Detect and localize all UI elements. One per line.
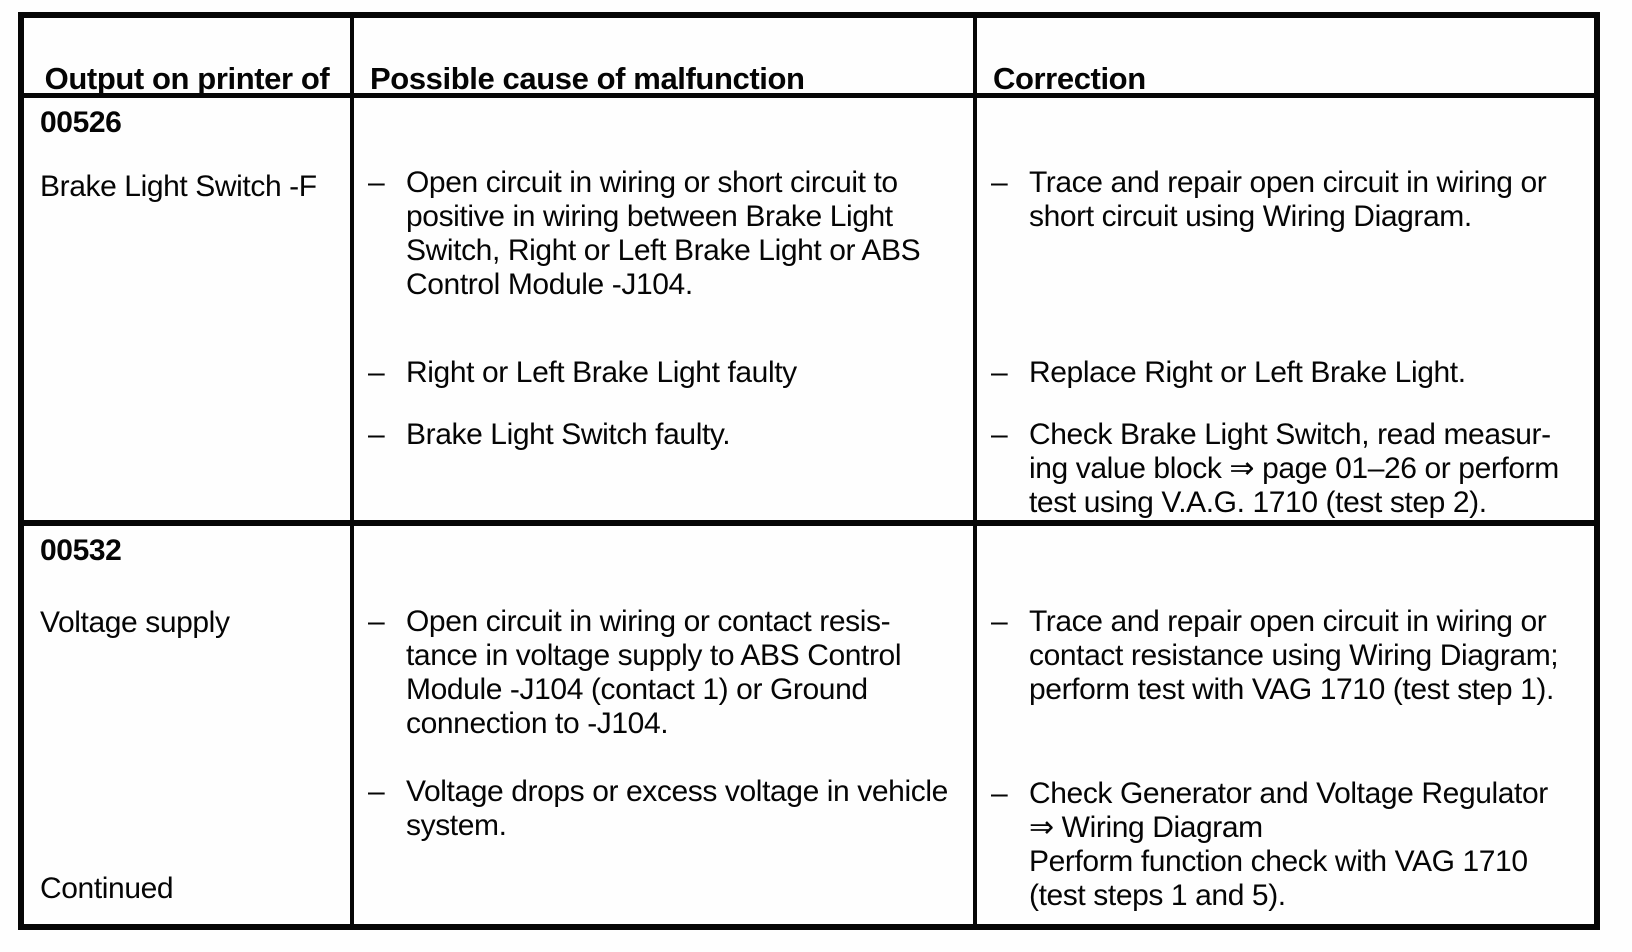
cell-causes-00532: – Open circuit in wiring or contact resi… xyxy=(354,526,977,924)
column-header-output-label: Output on printer of VAG 1551 xyxy=(44,61,330,96)
cause-text: Open circuit in wiring or contact resis-… xyxy=(406,605,902,740)
correction-item: – Check Brake Light Switch, read measur-… xyxy=(991,418,1588,520)
fault-component-00532: Voltage supply xyxy=(40,606,230,639)
bullet-dash: – xyxy=(368,418,385,451)
correction-item: – Trace and repair open circuit in wirin… xyxy=(991,166,1588,234)
column-header-correction: Correction xyxy=(977,18,1594,98)
cause-text: Brake Light Switch faulty. xyxy=(406,418,731,451)
bullet-dash: – xyxy=(368,356,385,389)
fault-code-00526: 00526 xyxy=(40,106,122,139)
bullet-dash: – xyxy=(991,418,1008,451)
correction-item: – Trace and repair open circuit in wirin… xyxy=(991,605,1588,707)
cause-item: – Voltage drops or excess voltage in veh… xyxy=(368,775,967,843)
bullet-dash: – xyxy=(991,777,1008,810)
correction-text: Replace Right or Left Brake Light. xyxy=(1029,356,1466,389)
bullet-dash: – xyxy=(368,775,385,808)
column-header-correction-label: Correction xyxy=(993,61,1146,96)
fault-troubleshooting-table: Output on printer of VAG 1551 Possible c… xyxy=(18,12,1600,930)
cause-item: – Right or Left Brake Light faulty xyxy=(368,356,967,390)
correction-text: Check Generator and Voltage Regulator ⇒ … xyxy=(1029,777,1548,912)
cell-corrections-00532: – Trace and repair open circuit in wirin… xyxy=(977,526,1594,924)
cause-text: Right or Left Brake Light faulty xyxy=(406,356,797,389)
column-header-cause: Possible cause of malfunction xyxy=(354,18,977,98)
continued-note: Continued xyxy=(40,872,174,905)
column-header-cause-label: Possible cause of malfunction xyxy=(370,61,805,96)
cause-item: – Brake Light Switch faulty. xyxy=(368,418,967,452)
fault-component-00526: Brake Light Switch -F xyxy=(40,170,317,203)
cause-item: – Open circuit in wiring or short circui… xyxy=(368,166,967,302)
bullet-dash: – xyxy=(991,605,1008,638)
correction-text: Trace and repair open circuit in wiring … xyxy=(1029,605,1559,706)
correction-item: – Check Generator and Voltage Regulator … xyxy=(991,777,1588,913)
correction-text: Check Brake Light Switch, read measur- i… xyxy=(1029,418,1559,519)
cell-causes-00526: – Open circuit in wiring or short circui… xyxy=(354,98,977,526)
cell-output-00532: 00532 Voltage supply Continued xyxy=(24,526,354,924)
cause-item: – Open circuit in wiring or contact resi… xyxy=(368,605,967,741)
bullet-dash: – xyxy=(991,356,1008,389)
correction-text: Trace and repair open circuit in wiring … xyxy=(1029,166,1547,233)
bullet-dash: – xyxy=(368,166,385,199)
cause-text: Voltage drops or excess voltage in vehic… xyxy=(406,775,948,842)
cause-text: Open circuit in wiring or short circuit … xyxy=(406,166,921,301)
fault-code-00532: 00532 xyxy=(40,534,122,567)
column-header-output: Output on printer of VAG 1551 xyxy=(24,18,354,98)
correction-item: – Replace Right or Left Brake Light. xyxy=(991,356,1588,390)
bullet-dash: – xyxy=(991,166,1008,199)
cell-corrections-00526: – Trace and repair open circuit in wirin… xyxy=(977,98,1594,526)
cell-output-00526: 00526 Brake Light Switch -F xyxy=(24,98,354,526)
bullet-dash: – xyxy=(368,605,385,638)
